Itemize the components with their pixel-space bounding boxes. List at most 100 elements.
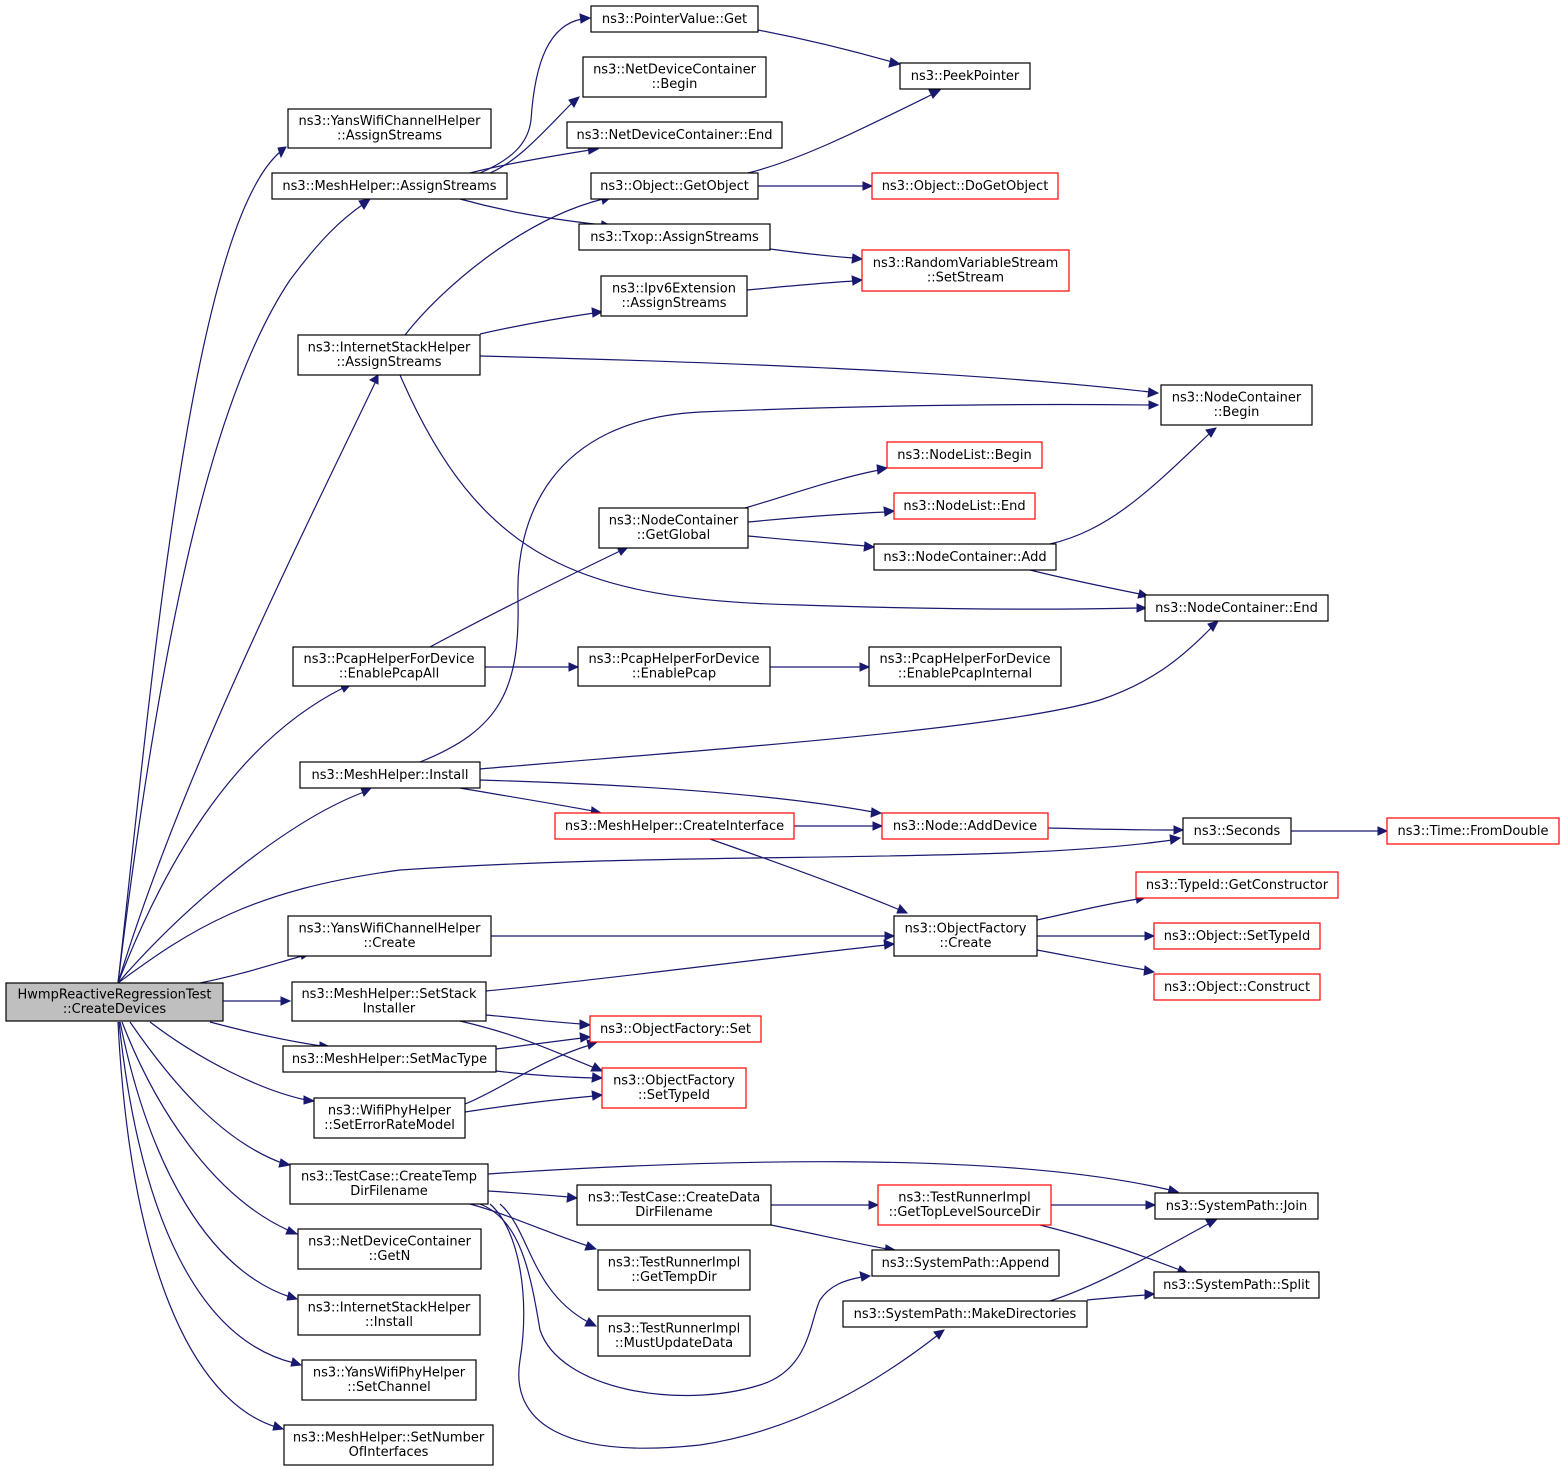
- node-box: [597, 1315, 751, 1357]
- node-yans-create[interactable]: ns3::YansWifiChannelHelper::Create: [287, 915, 492, 957]
- node-peek-ptr[interactable]: ns3::PeekPointer: [899, 62, 1031, 90]
- node-typeid-getctor[interactable]: ns3::TypeId::GetConstructor: [1135, 871, 1339, 899]
- edge-line: [757, 29, 893, 63]
- node-nc-end[interactable]: ns3::NodeContainer::End: [1144, 594, 1329, 622]
- node-ndc-getn[interactable]: ns3::NetDeviceContainer::GetN: [297, 1228, 482, 1270]
- edge-line: [1029, 569, 1141, 595]
- edge-pcap_enable-to-pcap_internal: [770, 662, 871, 672]
- node-label: ::EnablePcapInternal: [898, 667, 1032, 682]
- node-obj-settypeid[interactable]: ns3::Object::SetTypeId: [1153, 922, 1321, 950]
- node-root[interactable]: HwmpReactiveRegressionTest::CreateDevice…: [5, 982, 224, 1022]
- edge-ptr_get-to-peek_ptr: [757, 29, 902, 68]
- node-ptr-get[interactable]: ns3::PointerValue::Get: [590, 5, 759, 33]
- node-box: [292, 646, 486, 687]
- edge-line: [129, 1021, 283, 1164]
- node-obj-construct[interactable]: ns3::Object::Construct: [1153, 973, 1321, 1001]
- arrowhead-icon: [1144, 1289, 1156, 1300]
- arrowhead-icon: [1147, 387, 1160, 398]
- node-ndc-end[interactable]: ns3::NetDeviceContainer::End: [566, 121, 783, 149]
- edge-node_adddev-to-seconds: [1047, 825, 1185, 835]
- edge-root-to-mesh_numif: [117, 1021, 285, 1431]
- node-box: [590, 172, 759, 200]
- edge-line: [399, 374, 1139, 610]
- node-inet-assign[interactable]: ns3::InternetStackHelper::AssignStreams: [297, 334, 481, 376]
- node-box: [289, 1163, 489, 1205]
- node-obj-getobj[interactable]: ns3::Object::GetObject: [590, 172, 759, 200]
- node-box: [871, 1249, 1060, 1277]
- edge-line: [1049, 432, 1211, 545]
- node-pcap-enable[interactable]: ns3::PcapHelperForDevice::EnablePcap: [577, 646, 771, 687]
- node-nc-add[interactable]: ns3::NodeContainer::Add: [873, 543, 1057, 571]
- node-pcap-all[interactable]: ns3::PcapHelperForDevice::EnablePcapAll: [292, 646, 486, 687]
- edge-sp_mkdirs-to-sp_split: [1086, 1289, 1156, 1301]
- node-sp-mkdirs[interactable]: ns3::SystemPath::MakeDirectories: [842, 1300, 1088, 1328]
- arrowhead-icon: [859, 1271, 872, 1282]
- node-label: ns3::SystemPath::MakeDirectories: [854, 1307, 1077, 1322]
- arrowhead-icon: [1205, 1218, 1219, 1228]
- arrowhead-icon: [859, 662, 871, 672]
- node-of-set[interactable]: ns3::ObjectFactory::Set: [589, 1015, 762, 1043]
- node-label: ns3::YansWifiChannelHelper: [299, 114, 482, 129]
- node-label: ::GetTopLevelSourceDir: [889, 1205, 1041, 1220]
- arrowhead-icon: [277, 146, 287, 159]
- edge-txop_assign-to-rvs_setstream: [769, 248, 864, 264]
- node-box: [589, 1015, 762, 1043]
- node-obj-dogetobj[interactable]: ns3::Object::DoGetObject: [871, 172, 1059, 200]
- node-mesh-install[interactable]: ns3::MeshHelper::Install: [299, 761, 481, 789]
- node-inet-install[interactable]: ns3::InternetStackHelper::Install: [297, 1294, 481, 1336]
- arrowhead-icon: [933, 1329, 945, 1340]
- node-txop-assign[interactable]: ns3::Txop::AssignStreams: [578, 223, 771, 251]
- node-box: [1386, 817, 1560, 845]
- node-wifi-err[interactable]: ns3::WifiPhyHelper::SetErrorRateModel: [313, 1097, 466, 1139]
- node-mesh-mac[interactable]: ns3::MeshHelper::SetMacType: [282, 1045, 497, 1073]
- node-rvs-setstream[interactable]: ns3::RandomVariableStream::SetStream: [861, 249, 1070, 292]
- node-label: ::GetTempDir: [631, 1270, 717, 1285]
- edge-nc_global-to-nl_end: [747, 506, 896, 523]
- edge-tc_temp-to-tr_mustupd: [499, 1203, 598, 1327]
- node-sp-append[interactable]: ns3::SystemPath::Append: [871, 1249, 1060, 1277]
- node-of-create[interactable]: ns3::ObjectFactory::Create: [893, 915, 1038, 957]
- node-tr-toplevel[interactable]: ns3::TestRunnerImpl::GetTopLevelSourceDi…: [877, 1184, 1052, 1226]
- node-nc-global[interactable]: ns3::NodeContainer::GetGlobal: [598, 507, 749, 549]
- arrowhead-icon: [1207, 620, 1219, 632]
- node-sp-join[interactable]: ns3::SystemPath::Join: [1154, 1192, 1319, 1220]
- node-nl-begin[interactable]: ns3::NodeList::Begin: [886, 441, 1043, 469]
- node-ndc-begin[interactable]: ns3::NetDeviceContainer::Begin: [582, 56, 767, 98]
- edge-root-to-wifi_err: [149, 1021, 316, 1105]
- node-of-settype[interactable]: ns3::ObjectFactory::SetTypeId: [601, 1067, 747, 1109]
- node-label: ns3::Object::SetTypeId: [1164, 929, 1310, 944]
- node-yans-phy-chan[interactable]: ns3::YansWifiPhyHelper::SetChannel: [301, 1359, 477, 1401]
- node-tr-mustupd[interactable]: ns3::TestRunnerImpl::MustUpdateData: [597, 1315, 751, 1357]
- edge-mesh_mac-to-of_settype: [495, 1070, 604, 1083]
- node-yans-assign[interactable]: ns3::YansWifiChannelHelper::AssignStream…: [287, 108, 492, 149]
- edge-line: [487, 1161, 1171, 1191]
- node-pcap-internal[interactable]: ns3::PcapHelperForDevice::EnablePcapInte…: [868, 646, 1062, 687]
- edge-line: [479, 779, 874, 813]
- edge-line: [117, 382, 376, 984]
- node-nc-begin[interactable]: ns3::NodeContainer::Begin: [1160, 384, 1313, 426]
- edge-line: [118, 1021, 295, 1364]
- arrowhead-icon: [360, 787, 373, 797]
- edge-root-to-yans_assign: [117, 146, 287, 984]
- node-label: HwmpReactiveRegressionTest: [18, 988, 212, 1003]
- node-nl-end[interactable]: ns3::NodeList::End: [893, 492, 1036, 520]
- node-mesh-createif[interactable]: ns3::MeshHelper::CreateInterface: [554, 812, 795, 840]
- arrowhead-icon: [579, 13, 592, 24]
- node-label: ns3::YansWifiChannelHelper: [299, 922, 482, 937]
- node-tr-tempdir[interactable]: ns3::TestRunnerImpl::GetTempDir: [597, 1249, 751, 1291]
- node-seconds[interactable]: ns3::Seconds: [1182, 817, 1292, 845]
- node-sp-split[interactable]: ns3::SystemPath::Split: [1153, 1271, 1320, 1299]
- edge-ipv6_assign-to-rvs_setstream: [746, 275, 864, 291]
- node-time-fromdouble[interactable]: ns3::Time::FromDouble: [1386, 817, 1560, 845]
- node-box: [877, 1184, 1052, 1226]
- node-ipv6-assign[interactable]: ns3::Ipv6Extension::AssignStreams: [600, 275, 748, 317]
- node-node-adddev[interactable]: ns3::Node::AddDevice: [881, 812, 1049, 840]
- node-box: [282, 1045, 497, 1073]
- edge-line: [747, 511, 887, 523]
- node-mesh-assign[interactable]: ns3::MeshHelper::AssignStreams: [271, 172, 508, 200]
- node-label: DirFilename: [635, 1205, 713, 1220]
